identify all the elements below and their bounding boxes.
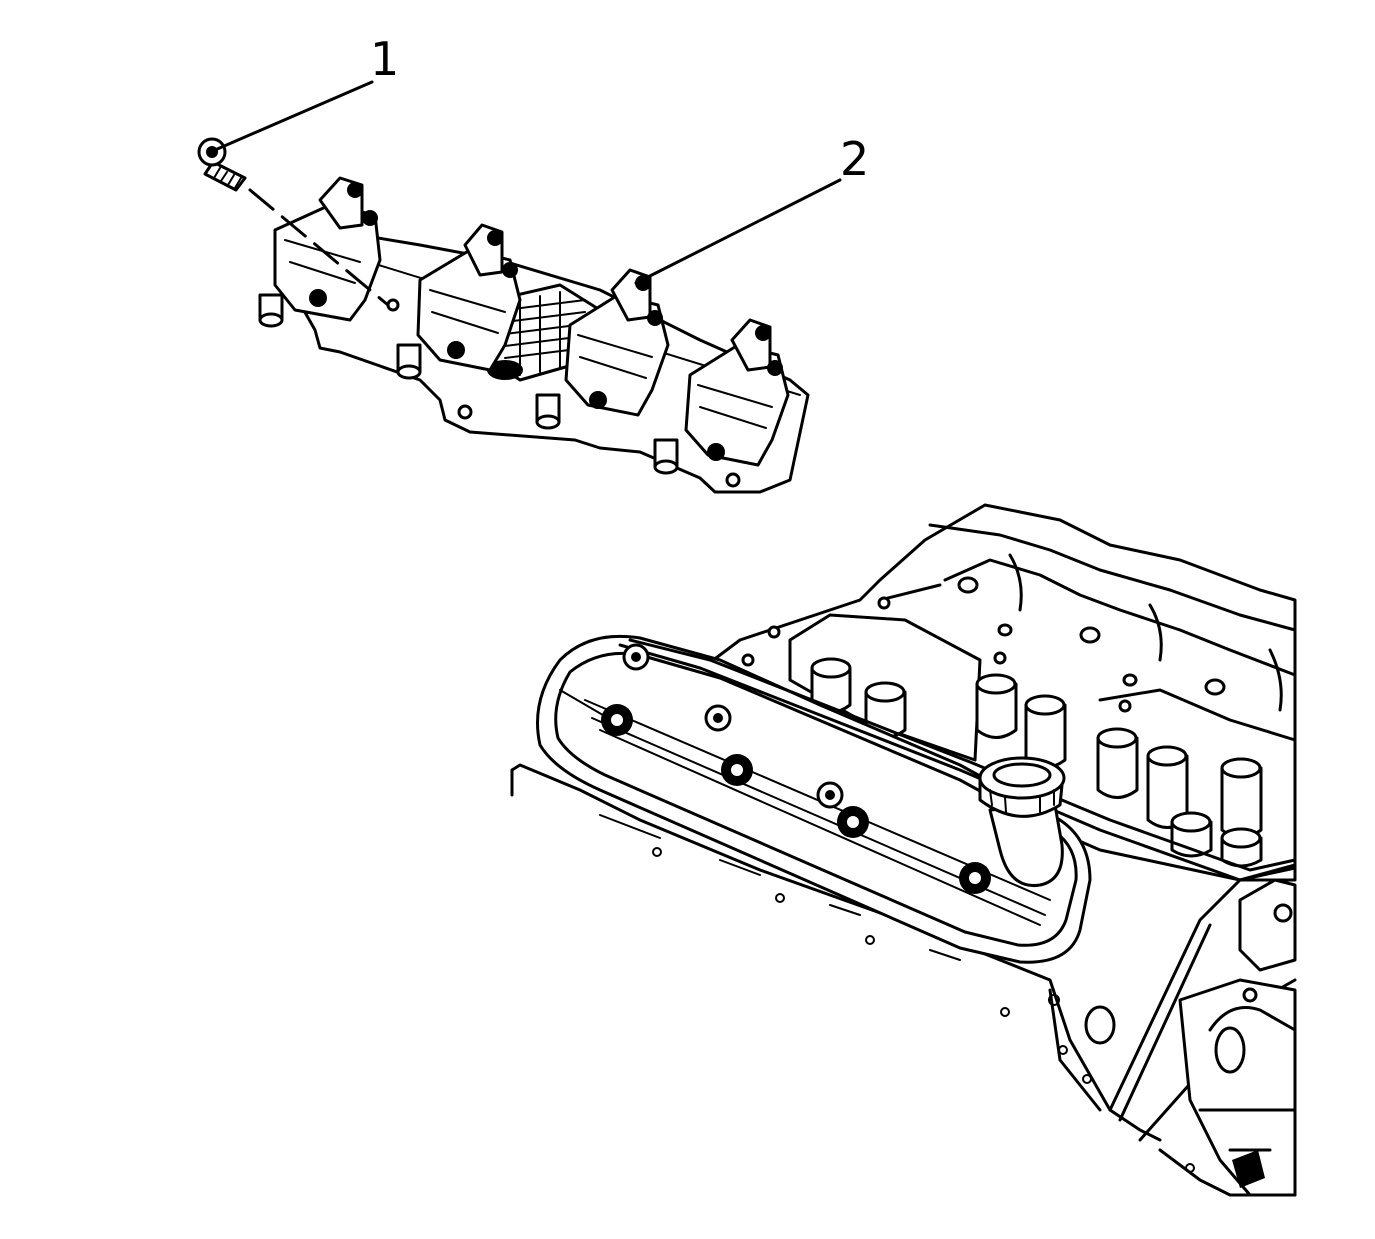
callout-number-2: 2 [840,132,869,186]
coil-bracket-bolt [197,137,390,307]
callout-2: 2 [634,132,869,285]
ignition-coil-3 [535,268,670,430]
oil-fill-cap [978,756,1066,888]
engine-assembly [510,503,1297,1197]
ignition-coil-4 [653,318,790,475]
ignition-coil-1 [258,176,382,328]
ignition-coil-2 [396,223,522,380]
ignition-coil-assembly [258,176,810,494]
valve-cover-bolts [601,643,991,894]
callout-number-1: 1 [370,32,399,86]
callout-1: 1 [213,32,399,152]
injector-bosses [810,657,1263,868]
